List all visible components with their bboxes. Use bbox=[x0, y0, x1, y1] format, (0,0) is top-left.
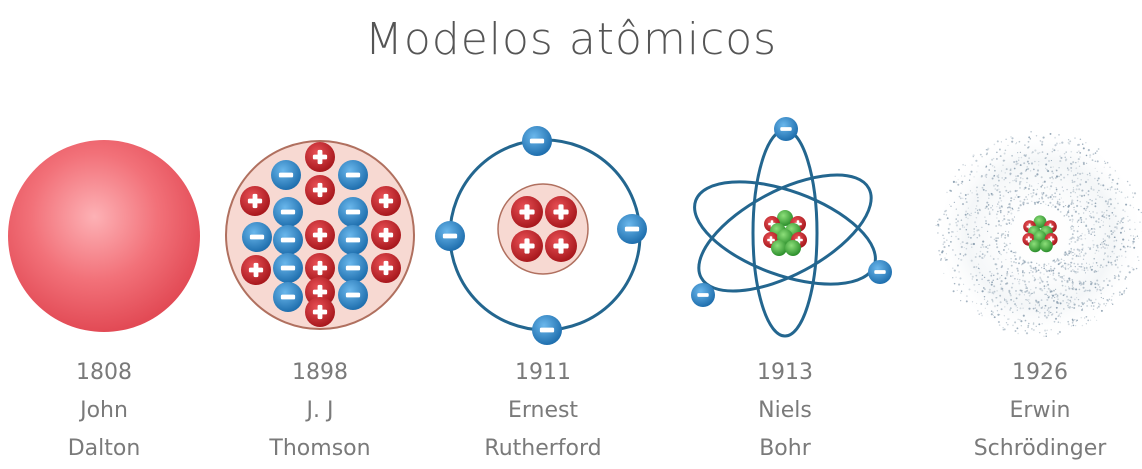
page-title: Modelos atômicos bbox=[364, 14, 778, 65]
electron-icon bbox=[532, 315, 562, 345]
electron-icon bbox=[522, 126, 552, 156]
first-name-label: John bbox=[80, 398, 128, 423]
proton-icon bbox=[545, 230, 577, 262]
electron-icon bbox=[338, 197, 368, 227]
proton-icon bbox=[305, 220, 335, 250]
thomson-model bbox=[225, 140, 415, 330]
electron-icon bbox=[338, 160, 368, 190]
first-name-label: Niels bbox=[758, 398, 812, 423]
schrodinger-model bbox=[935, 129, 1142, 339]
electron-icon bbox=[273, 282, 303, 312]
electron-icon bbox=[868, 260, 892, 284]
electron-icon bbox=[273, 253, 303, 283]
year-label: 1926 bbox=[1012, 360, 1068, 385]
proton-icon bbox=[371, 253, 401, 283]
proton-icon bbox=[545, 196, 577, 228]
dalton-model bbox=[8, 140, 200, 332]
electron-icon bbox=[435, 221, 465, 251]
proton-icon bbox=[240, 186, 270, 216]
caption-thomson: 1898 J. J Thomson bbox=[225, 354, 415, 468]
caption-bohr: 1913 Niels Bohr bbox=[690, 354, 880, 468]
year-label: 1808 bbox=[76, 360, 132, 385]
neutron-icon bbox=[777, 210, 793, 226]
bohr-model bbox=[691, 117, 892, 338]
neutron-icon bbox=[1040, 239, 1053, 253]
electron-icon bbox=[242, 222, 272, 252]
proton-icon bbox=[305, 175, 335, 205]
proton-icon bbox=[371, 186, 401, 216]
neutron-icon bbox=[771, 240, 787, 256]
neutron-icon bbox=[1033, 215, 1047, 229]
last-name-label: Schrödinger bbox=[973, 436, 1107, 461]
proton-icon bbox=[241, 255, 271, 285]
last-name-label: Rutherford bbox=[484, 436, 602, 461]
caption-dalton: 1808 John Dalton bbox=[9, 354, 199, 468]
electron-icon bbox=[774, 117, 798, 141]
electron-icon bbox=[338, 225, 368, 255]
electron-icon bbox=[691, 283, 715, 307]
electron-icon bbox=[273, 225, 303, 255]
first-name-label: J. J bbox=[306, 398, 334, 423]
proton-icon bbox=[305, 253, 335, 283]
electron-icon bbox=[617, 214, 647, 244]
year-label: 1898 bbox=[292, 360, 348, 385]
neutron-icon bbox=[1028, 239, 1042, 253]
proton-icon bbox=[511, 230, 543, 262]
caption-rutherford: 1911 Ernest Rutherford bbox=[448, 354, 638, 468]
proton-icon bbox=[511, 196, 543, 228]
year-label: 1911 bbox=[515, 360, 571, 385]
last-name-label: Bohr bbox=[759, 436, 811, 461]
proton-icon bbox=[305, 297, 335, 327]
neutron-icon bbox=[785, 240, 801, 256]
electron-icon bbox=[273, 197, 303, 227]
year-label: 1913 bbox=[757, 360, 813, 385]
last-name-label: Dalton bbox=[67, 436, 141, 461]
proton-icon bbox=[305, 142, 335, 172]
first-name-label: Ernest bbox=[507, 398, 579, 423]
electron-icon bbox=[271, 160, 301, 190]
caption-schrodinger: 1926 Erwin Schrödinger bbox=[945, 354, 1135, 468]
rutherford-model bbox=[435, 126, 647, 345]
electron-icon bbox=[338, 280, 368, 310]
last-name-label: Thomson bbox=[269, 436, 371, 461]
first-name-label: Erwin bbox=[1009, 398, 1071, 423]
proton-icon bbox=[371, 220, 401, 250]
electron-icon bbox=[338, 253, 368, 283]
